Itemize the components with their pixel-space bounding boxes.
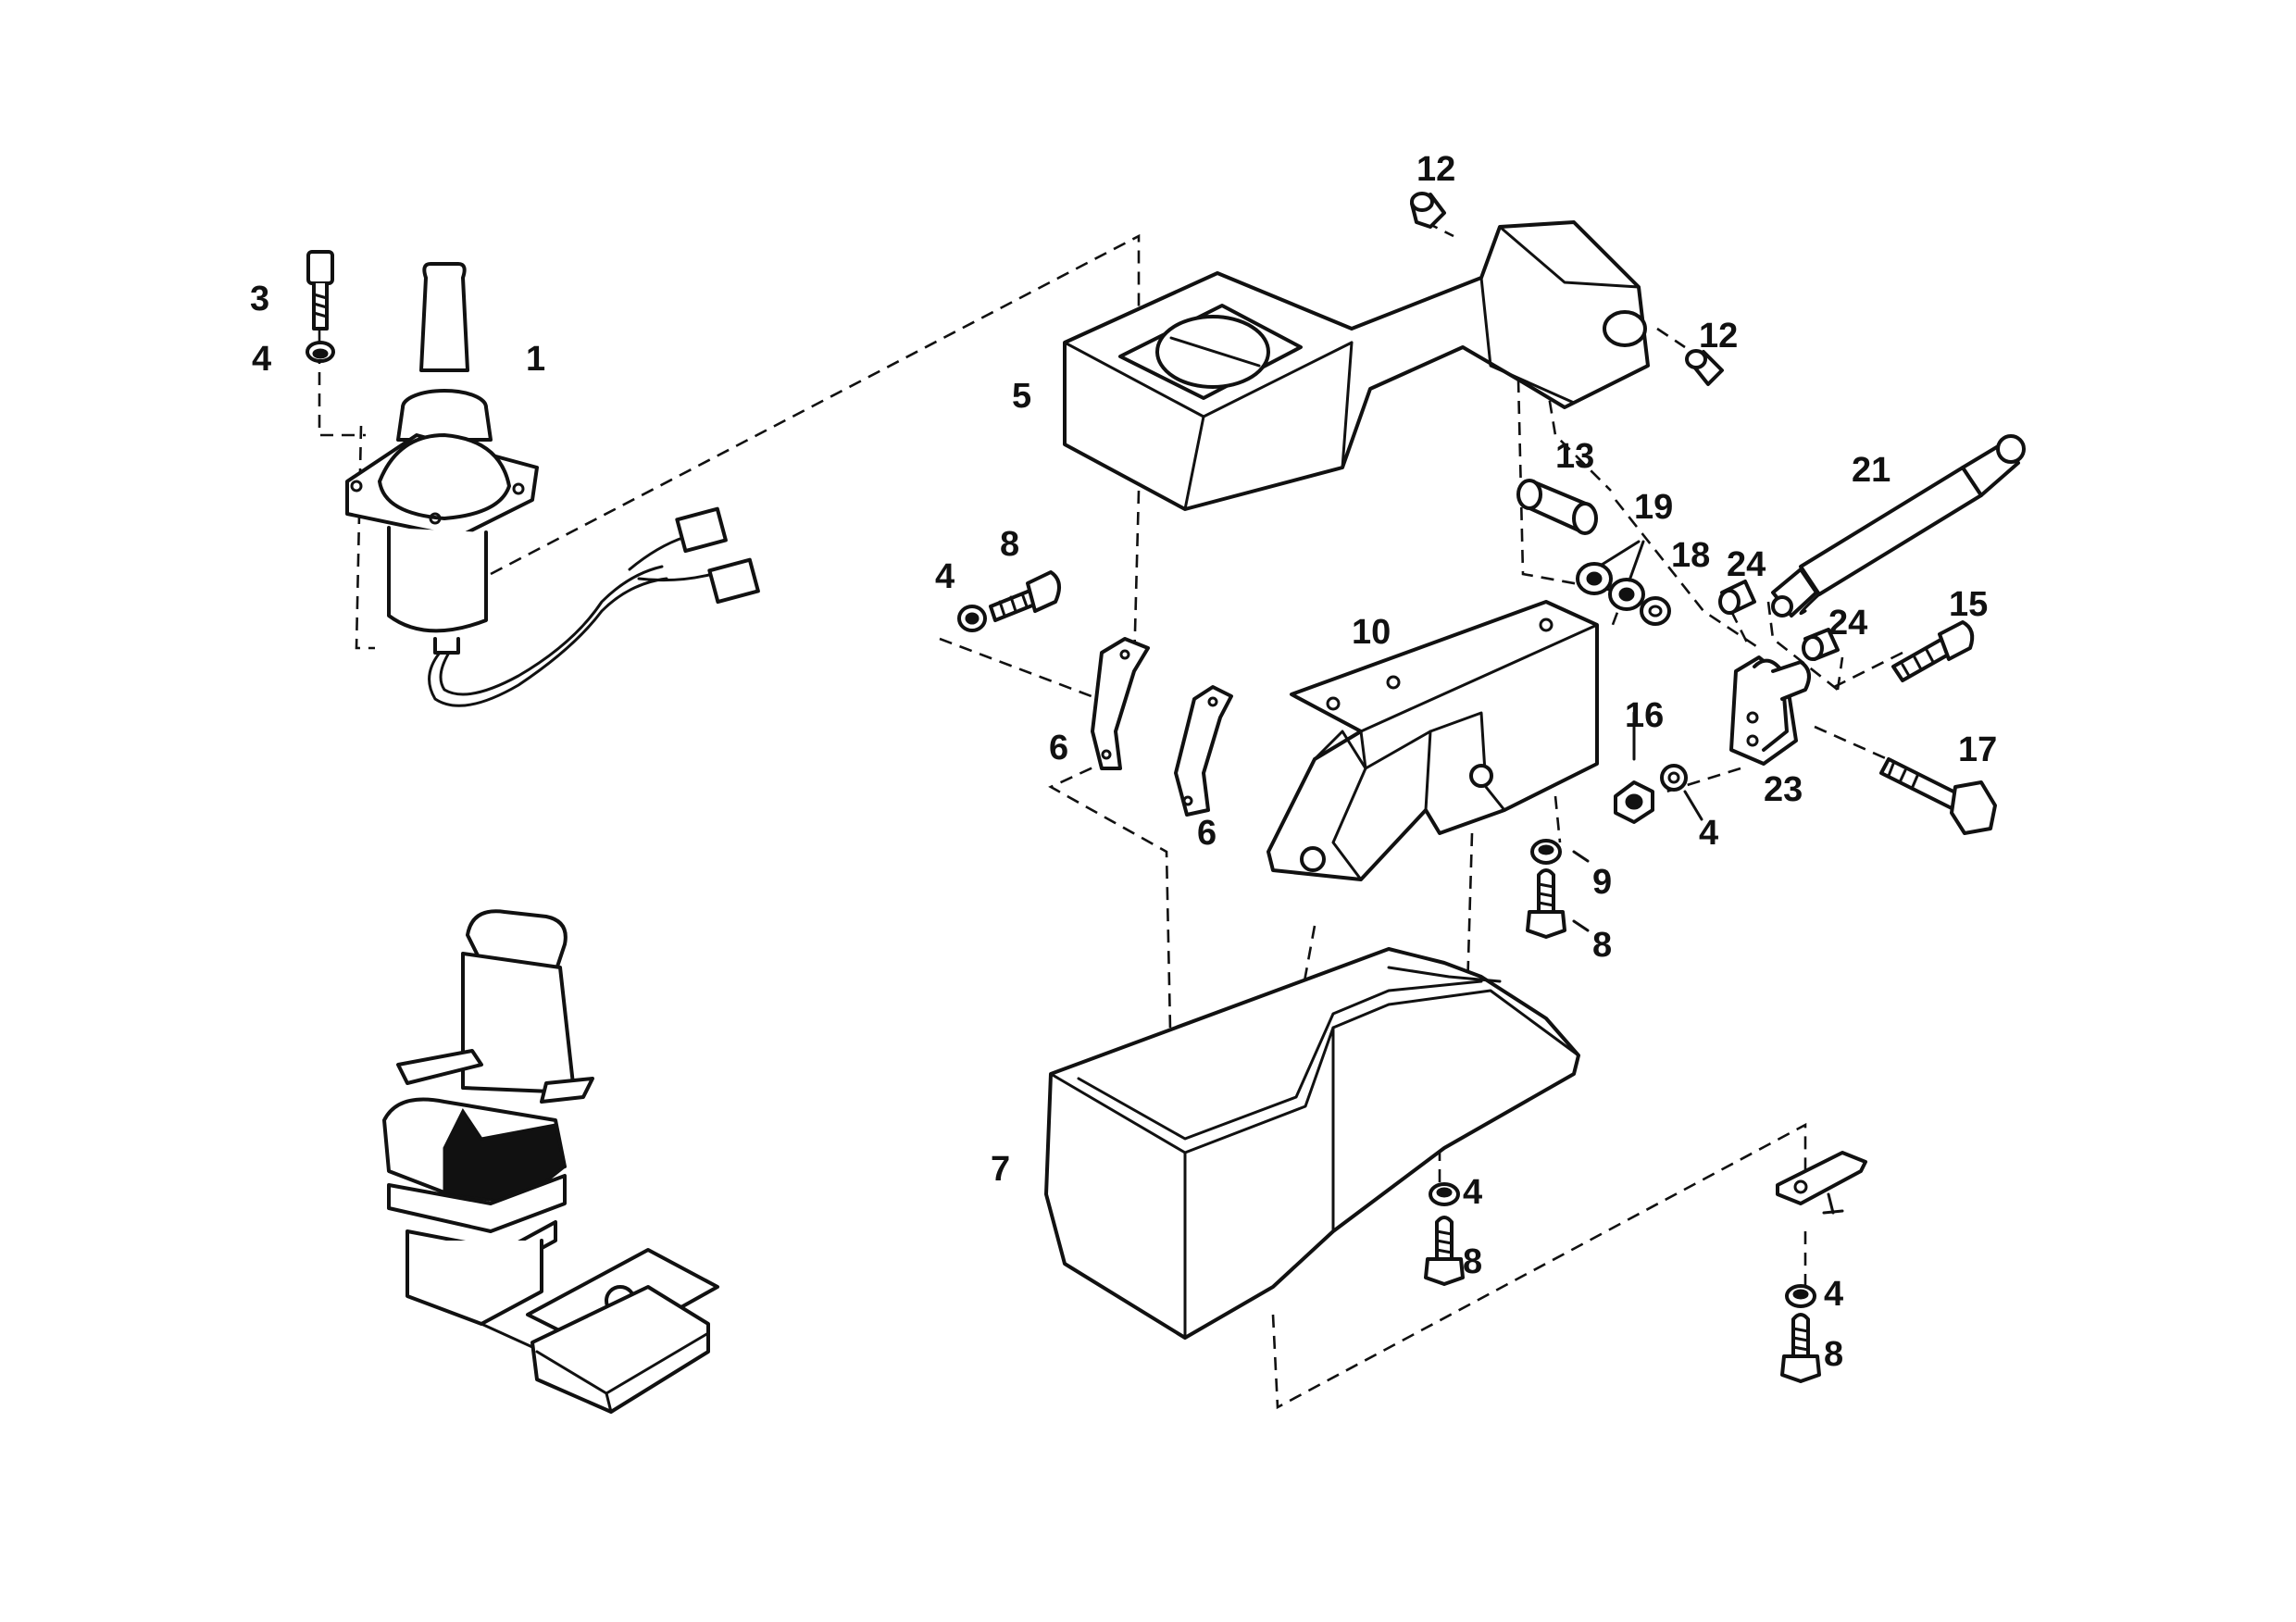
- joystick-assembly: [345, 262, 760, 707]
- console-washer: [1429, 1182, 1460, 1206]
- support-nut: [1530, 839, 1562, 865]
- support-frame: [1267, 600, 1599, 881]
- bushing-top: [1410, 192, 1446, 229]
- label-washer-hinge: 4: [1699, 814, 1718, 853]
- plate-washer: [1785, 1284, 1816, 1308]
- console-base: [1044, 947, 1580, 1340]
- label-washer-console: 4: [1463, 1173, 1482, 1212]
- label-bearing-set: 19: [1634, 488, 1673, 527]
- hinge-nut: [1614, 780, 1654, 824]
- long-bolt: [1879, 757, 1997, 835]
- mount-plate: [1776, 1151, 1867, 1215]
- cap-screw-assembly: [306, 250, 335, 363]
- label-nut-support: 9: [1592, 863, 1612, 902]
- console-cover: [1063, 220, 1650, 511]
- label-bolt-bracket: 8: [1000, 525, 1019, 564]
- label-pin: 13: [1555, 437, 1594, 476]
- label-bracket-left: 6: [1049, 729, 1068, 767]
- spacer-upper: [1718, 580, 1756, 615]
- washer-18: [1640, 596, 1671, 626]
- label-bolt-console: 8: [1463, 1242, 1482, 1281]
- label-spacer-lower: 24: [1828, 604, 1867, 643]
- label-washer-plate: 4: [1824, 1275, 1843, 1314]
- label-nut-hinge: 16: [1625, 696, 1664, 735]
- label-hinge-bracket: 23: [1764, 770, 1803, 809]
- leader-ticks: [1572, 711, 1703, 932]
- bracket-left: [1091, 637, 1150, 770]
- hinge-screw: [1891, 620, 1975, 682]
- label-washer-bracket-bolt: 4: [935, 557, 955, 596]
- plate-bolt: [1780, 1313, 1821, 1383]
- label-gas-spring: 21: [1852, 451, 1890, 490]
- bearing-set: [1576, 540, 1645, 611]
- hinge-bracket: [1729, 655, 1811, 766]
- callout-labels: 1 3 4 5 12 12 13 19 18 21 24 24 15 17 23…: [250, 150, 1997, 1374]
- label-bracket-right: 6: [1197, 814, 1217, 853]
- spacer-lower: [1802, 628, 1840, 661]
- hinge-washer: [1660, 764, 1688, 792]
- label-spacer-upper: 24: [1727, 545, 1766, 584]
- label-bushing-side: 12: [1699, 317, 1738, 356]
- label-joystick: 1: [526, 340, 545, 379]
- label-bolt-plate: 8: [1824, 1335, 1843, 1374]
- label-console-cover: 5: [1012, 377, 1031, 416]
- label-bolt-support: 8: [1592, 926, 1612, 965]
- bushing-side: [1685, 349, 1724, 386]
- gas-spring: [1771, 434, 2026, 618]
- label-support-frame: 10: [1352, 613, 1391, 652]
- label-washer-18: 18: [1671, 536, 1710, 575]
- label-cap-screw: 3: [250, 280, 269, 318]
- label-washer-joystick: 4: [252, 340, 271, 379]
- bracket-right: [1174, 685, 1233, 817]
- pin: [1516, 479, 1598, 535]
- support-bolt: [1526, 868, 1566, 939]
- bracket-washer: [957, 605, 987, 632]
- console-bolt: [1424, 1216, 1465, 1286]
- label-console-base: 7: [991, 1150, 1010, 1189]
- bracket-bolt: [989, 570, 1061, 622]
- label-screw-hinge: 15: [1949, 585, 1988, 624]
- label-bolt-long: 17: [1958, 730, 1997, 769]
- seat-overview-illustration: [382, 909, 719, 1414]
- label-bushing-top: 12: [1416, 150, 1455, 189]
